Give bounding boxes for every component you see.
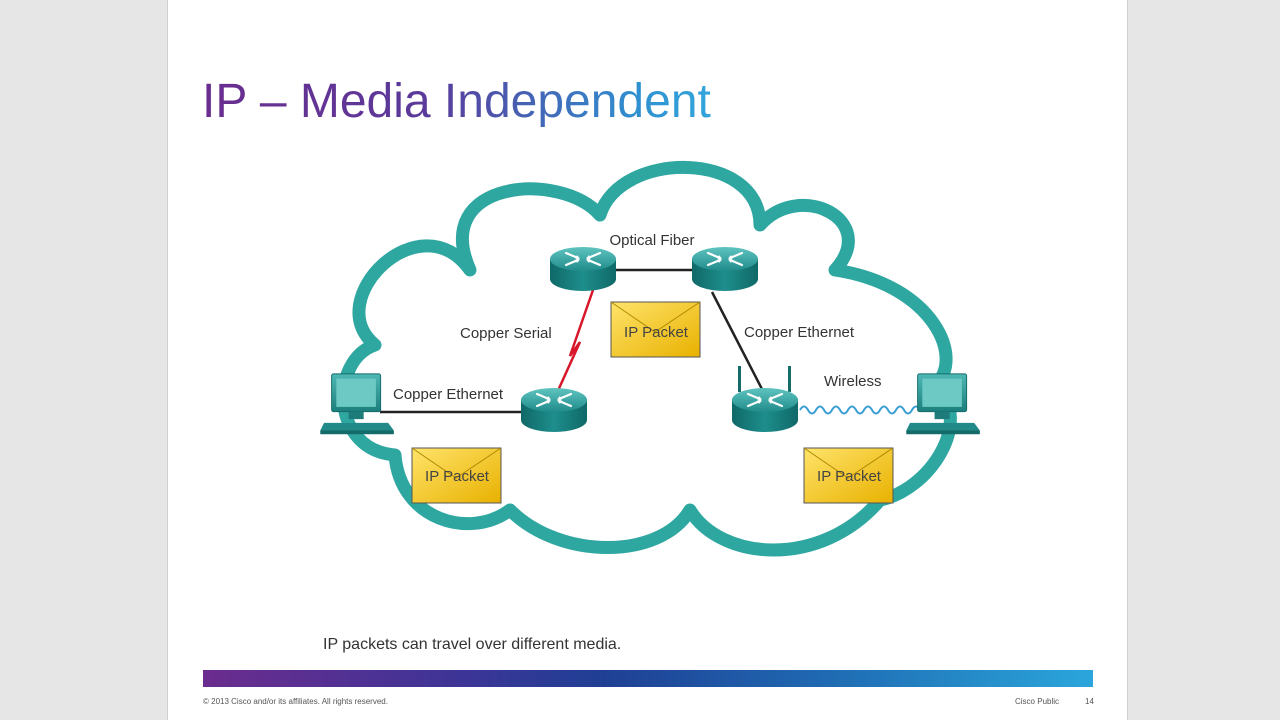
wireless-router-body — [730, 386, 800, 434]
ip-packet-center-label: IP Packet — [624, 324, 689, 341]
router-bottom-left — [519, 386, 589, 434]
optical-fiber-label: Optical Fiber — [609, 232, 694, 249]
router-top-right — [690, 245, 760, 293]
pc-left-icon — [319, 373, 395, 435]
copper-ethernet-left-label: Copper Ethernet — [393, 386, 504, 403]
classification-label: Cisco Public — [1015, 697, 1060, 706]
ip-packet-left-label: IP Packet — [425, 468, 490, 485]
copyright-text: © 2013 Cisco and/or its affiliates. All … — [203, 697, 388, 706]
wireless-router — [730, 366, 800, 434]
wireless-link — [799, 405, 921, 415]
footer-gradient-bar — [203, 670, 1093, 687]
wireless-label: Wireless — [824, 373, 882, 390]
ip-packet-right-label: IP Packet — [817, 468, 882, 485]
ip-packet-right: IP Packet — [803, 447, 894, 504]
copper-ethernet-right-label: Copper Ethernet — [744, 324, 855, 341]
ip-packet-left: IP Packet — [411, 447, 502, 504]
ip-packet-center: IP Packet — [610, 301, 701, 358]
page-number: 14 — [1085, 697, 1094, 706]
slide — [167, 0, 1128, 720]
network-cloud — [336, 160, 957, 557]
router-top-left — [548, 245, 618, 293]
pc-right-icon — [905, 373, 981, 435]
copper-ethernet-link-right — [710, 291, 766, 394]
copper-serial-label: Copper Serial — [460, 325, 552, 342]
copper-serial-link — [554, 289, 595, 396]
diagram-caption: IP packets can travel over different med… — [323, 636, 622, 653]
slide-title: IP – Media Independent — [202, 75, 711, 128]
